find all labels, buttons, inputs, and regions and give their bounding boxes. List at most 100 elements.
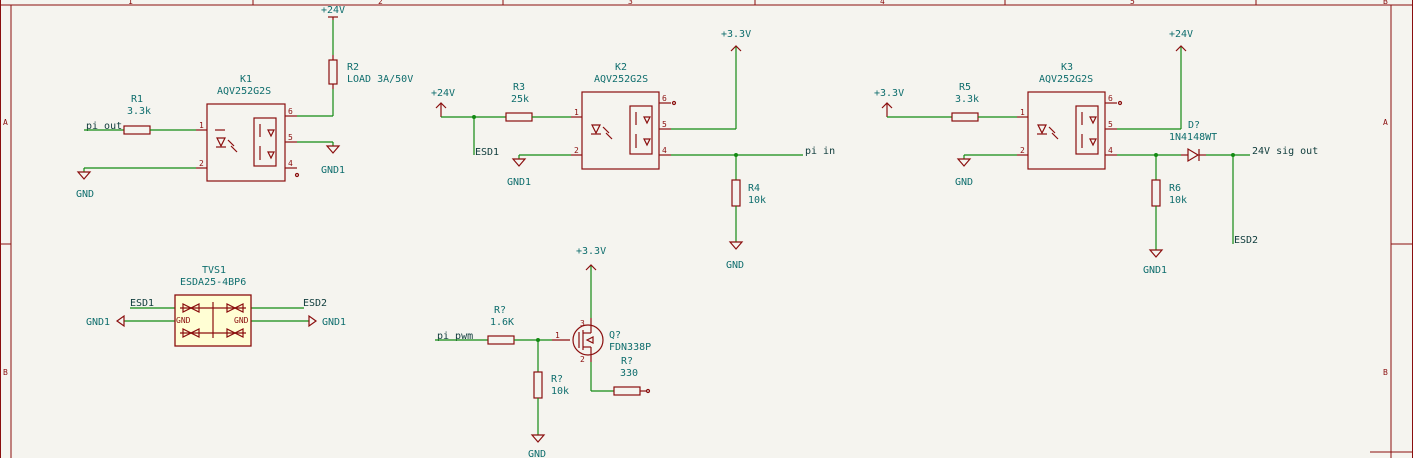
zone-3: 3 <box>628 0 633 6</box>
r5-ref: R5 <box>959 82 971 93</box>
resistor-r3[interactable]: R3 25k <box>505 82 533 122</box>
relay-k2-block: +24V ESD1 R3 25k K2 AQV252G2S 1 2 6 5 4 <box>431 29 835 271</box>
resistor-r4[interactable]: R4 10k <box>731 179 766 207</box>
d1-value: 1N4148WT <box>1169 132 1217 143</box>
tvs-diode-array[interactable]: GND GND <box>174 294 252 347</box>
r5-value: 3.3k <box>955 94 979 105</box>
zone-5: 5 <box>1130 0 1135 6</box>
k3-pin1: 1 <box>1020 108 1025 117</box>
relay-k2[interactable]: K2 AQV252G2S 1 2 6 5 4 <box>571 62 677 170</box>
power-24v-top-label: +24V <box>321 5 345 16</box>
ground-gnd1-tvs-left: GND1 <box>86 314 125 328</box>
k1-ref: K1 <box>240 74 252 85</box>
resistor-r7c[interactable]: R? 330 <box>613 356 651 396</box>
power-24v-k3: +24V <box>1169 29 1193 52</box>
net-esd2-tvs: ESD2 <box>303 298 327 309</box>
net-esd1-k2: ESD1 <box>475 147 499 158</box>
resistor-r5[interactable]: R5 3.3k <box>951 82 979 122</box>
q1-pin1: 1 <box>555 331 560 340</box>
ground-gnd-k1: GND <box>76 171 94 200</box>
power-33v-k3-label: +3.3V <box>874 88 904 99</box>
diode-d1[interactable]: D? 1N4148WT <box>1169 120 1217 163</box>
zone-right-b: B <box>1383 368 1388 377</box>
gnd-k1-label: GND <box>76 189 94 200</box>
power-24v-k2-label: +24V <box>431 88 455 99</box>
r7a-value: 1.6K <box>490 317 514 328</box>
resistor-r1[interactable]: R1 3.3k <box>123 94 151 135</box>
gnd1-k2-label: GND1 <box>507 177 531 188</box>
relay-k1[interactable]: K1 AQV252G2S 1 2 6 5 4 <box>196 74 300 182</box>
k2-pin5: 5 <box>662 120 667 129</box>
r7c-ref: R? <box>621 356 633 367</box>
pwm-block: pi pwm R? 1.6K 1 3 2 Q? FDN338P <box>435 246 651 458</box>
zone-2: 2 <box>378 0 383 6</box>
k1-pin5: 5 <box>288 133 293 142</box>
mosfet-q1[interactable]: 1 3 2 Q? FDN338P <box>552 318 651 364</box>
resistor-r6[interactable]: R6 10k <box>1151 179 1187 207</box>
zone-right-a: A <box>1383 118 1388 127</box>
q1-pin3: 3 <box>580 319 585 328</box>
tvs-gnd-pin-right: GND <box>234 316 249 325</box>
k2-pin4: 4 <box>662 146 667 155</box>
tvs1-ref: TVS1 <box>202 265 226 276</box>
gnd1-k1-label: GND1 <box>321 165 345 176</box>
ground-gnd1-tvs-right: GND1 <box>308 314 346 328</box>
zone-1: 1 <box>128 0 133 6</box>
q1-pin2: 2 <box>580 355 585 364</box>
gnd1-tvs-left-label: GND1 <box>86 317 110 328</box>
r3-ref: R3 <box>513 82 525 93</box>
net-24v-sig-out: 24V sig out <box>1252 146 1318 157</box>
power-24v-k2: +24V <box>431 88 455 117</box>
k1-pin2: 2 <box>199 159 204 168</box>
ground-gnd1-r6: GND1 <box>1143 249 1167 276</box>
ground-gnd1-k2: GND1 <box>507 158 531 188</box>
ground-gnd-r7b: GND <box>528 434 546 458</box>
gnd-r7b-label: GND <box>528 449 546 458</box>
relay-k3[interactable]: K3 AQV252G2S 1 2 6 5 4 <box>1017 62 1123 170</box>
k2-ref: K2 <box>615 62 627 73</box>
r7b-ref: R? <box>551 374 563 385</box>
k3-ref: K3 <box>1061 62 1073 73</box>
gnd1-r6-label: GND1 <box>1143 265 1167 276</box>
k3-pin4: 4 <box>1108 146 1113 155</box>
r4-value: 10k <box>748 195 766 206</box>
k3-pin5: 5 <box>1108 120 1113 129</box>
r7a-ref: R? <box>494 305 506 316</box>
q1-ref: Q? <box>609 330 621 341</box>
r2-ref: R2 <box>347 62 359 73</box>
power-33v-k2: +3.3V <box>721 29 751 52</box>
ground-gnd-r4: GND <box>726 241 744 271</box>
k1-value: AQV252G2S <box>217 86 271 97</box>
r2-value: LOAD 3A/50V <box>347 74 413 85</box>
k2-value: AQV252G2S <box>594 74 648 85</box>
q1-value: FDN338P <box>609 342 651 353</box>
k2-pin6: 6 <box>662 94 667 103</box>
ground-gnd1-k1: GND1 <box>321 145 345 176</box>
power-24v-k3-label: +24V <box>1169 29 1193 40</box>
r6-ref: R6 <box>1169 183 1181 194</box>
tvs1-block: TVS1 ESDA25-4BP6 ESD1 ESD2 GND1 GND1 <box>86 265 346 347</box>
resistor-r2[interactable]: R2 LOAD 3A/50V <box>328 55 413 89</box>
r7c-value: 330 <box>620 368 638 379</box>
power-33v-q: +3.3V <box>576 246 606 271</box>
power-33v-k3: +3.3V <box>874 88 904 117</box>
net-esd2-k3: ESD2 <box>1234 235 1258 246</box>
corner-zone: B <box>1383 0 1388 6</box>
relay-k1-block: +24V R2 LOAD 3A/50V pi out R1 3.3k K1 AQ… <box>76 5 413 200</box>
power-24v-top: +24V <box>321 5 345 20</box>
resistor-r7a[interactable]: R? 1.6K <box>487 305 515 345</box>
r4-ref: R4 <box>748 183 760 194</box>
d1-ref: D? <box>1188 120 1200 131</box>
r1-value: 3.3k <box>127 106 151 117</box>
zone-4: 4 <box>880 0 885 6</box>
net-pi-in: pi in <box>805 146 835 157</box>
k3-pin2: 2 <box>1020 146 1025 155</box>
tvs-gnd-pin-left: GND <box>176 316 191 325</box>
k2-pin2: 2 <box>574 146 579 155</box>
gnd1-tvs-right-label: GND1 <box>322 317 346 328</box>
resistor-r7b[interactable]: R? 10k <box>533 371 569 399</box>
k3-value: AQV252G2S <box>1039 74 1093 85</box>
tvs1-value: ESDA25-4BP6 <box>180 277 246 288</box>
